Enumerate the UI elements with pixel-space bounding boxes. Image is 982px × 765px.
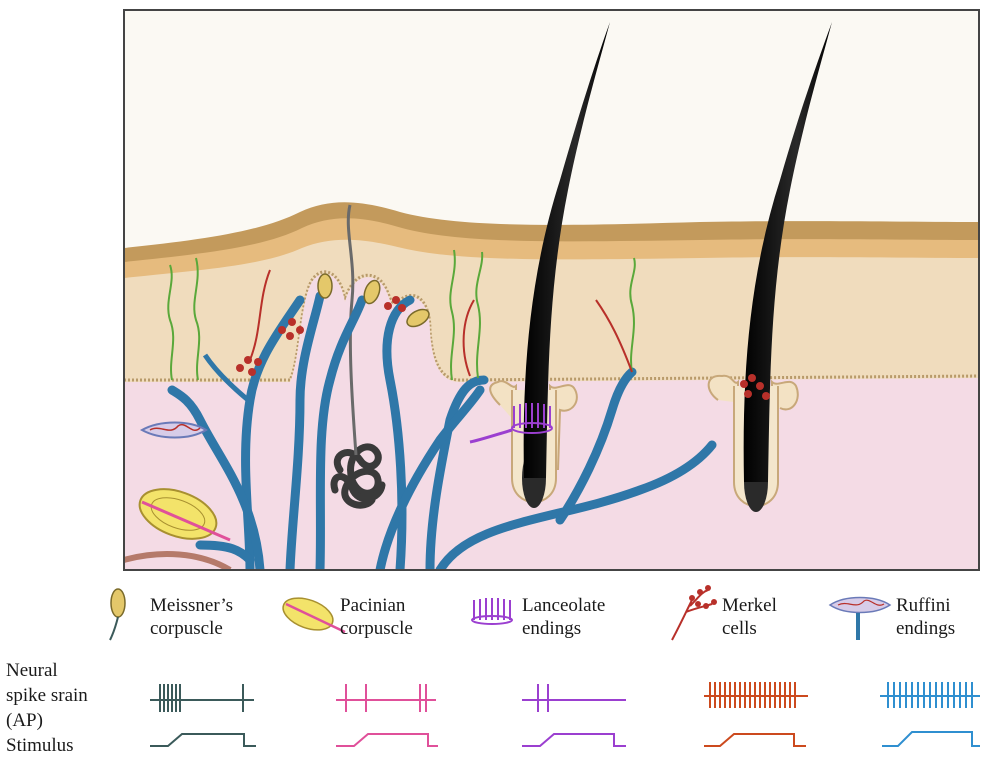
stimulus-row-label: Stimulus bbox=[6, 735, 74, 757]
spike-row-label-2: spike srain bbox=[6, 685, 88, 707]
spike-row-label-1: Neural bbox=[6, 660, 58, 682]
skin-cross-section bbox=[124, 10, 979, 570]
spike-train-pacinian bbox=[336, 684, 436, 712]
spike-row-label-3: (AP) bbox=[6, 710, 43, 732]
legend-ruffini-line1: Ruffini bbox=[896, 594, 955, 617]
legend-pacinian-line2: corpuscle bbox=[340, 617, 413, 640]
spike-train-merkel bbox=[704, 682, 808, 708]
legend-merkel-line2: cells bbox=[722, 617, 777, 640]
legend-meissner-line2: corpuscle bbox=[150, 617, 233, 640]
legend-pacinian: Pacinian corpuscle bbox=[340, 594, 413, 640]
legend-meissner: Meissner’s corpuscle bbox=[150, 594, 233, 640]
legend-pacinian-line1: Pacinian bbox=[340, 594, 413, 617]
ruffini-icon bbox=[830, 598, 890, 641]
stimulus-ruffini bbox=[882, 732, 980, 746]
legend-lanceolate-line1: Lanceolate bbox=[522, 594, 605, 617]
spike-train-lanceolate bbox=[522, 684, 626, 712]
legend-merkel: Merkel cells bbox=[722, 594, 777, 640]
pacinian-icon bbox=[279, 592, 345, 636]
legend-ruffini: Ruffini endings bbox=[896, 594, 955, 640]
legend-ruffini-line2: endings bbox=[896, 617, 955, 640]
lanceolate-icon bbox=[472, 598, 512, 624]
legend-meissner-line1: Meissner’s bbox=[150, 594, 233, 617]
legend-lanceolate-line2: endings bbox=[522, 617, 605, 640]
meissner-icon bbox=[110, 589, 125, 640]
spike-train-ruffini bbox=[880, 682, 980, 708]
legend-lanceolate: Lanceolate endings bbox=[522, 594, 605, 640]
stimulus-pacinian bbox=[336, 734, 438, 746]
spike-train-meissner bbox=[150, 684, 254, 712]
stimulus-lanceolate bbox=[522, 734, 626, 746]
legend-merkel-line1: Merkel bbox=[722, 594, 777, 617]
stimulus-merkel bbox=[704, 734, 806, 746]
stimulus-meissner bbox=[150, 734, 256, 746]
merkel-icon bbox=[672, 585, 717, 640]
